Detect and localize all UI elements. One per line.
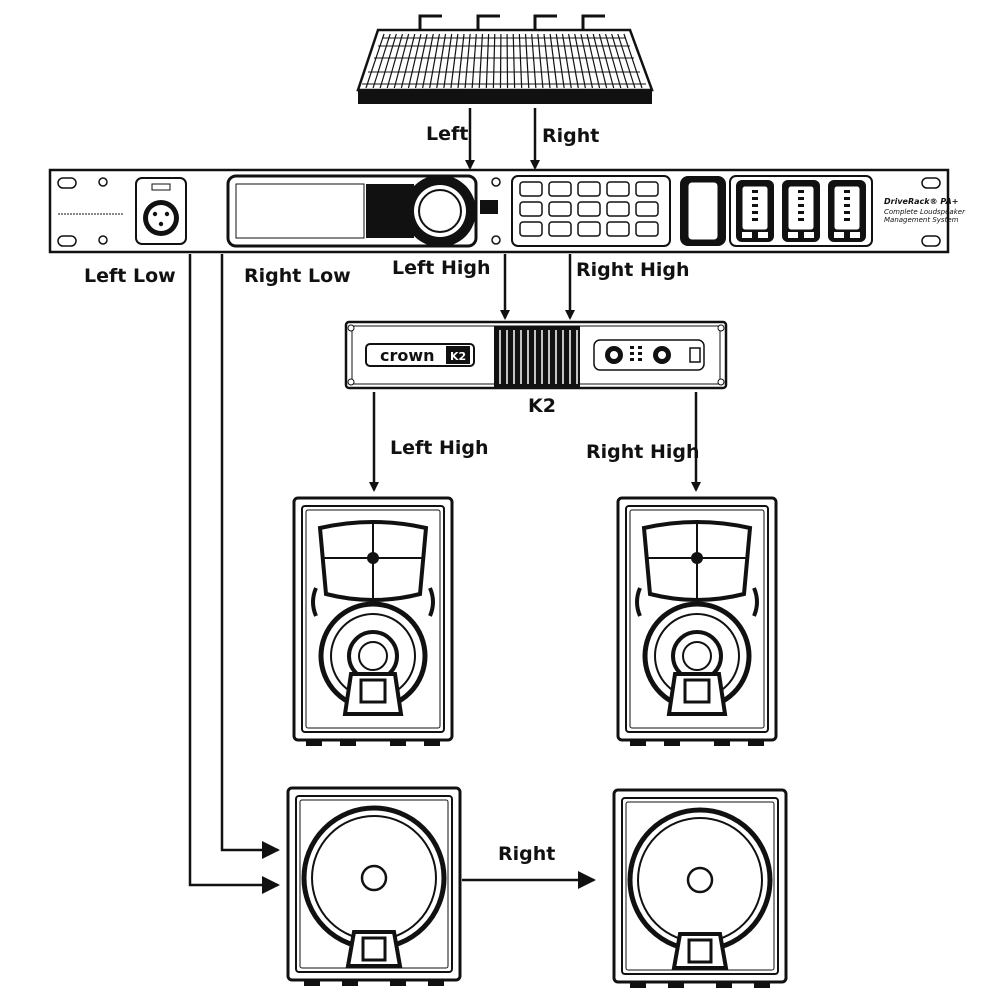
left-low-wire [188, 254, 280, 894]
mixer-left-label: Left [426, 123, 468, 145]
output-left-low-label: Left Low [84, 265, 176, 287]
right-top-speaker [616, 496, 778, 746]
amp-name-label: K2 [528, 395, 556, 417]
driverack-subtitle-2: Management System [884, 216, 959, 224]
amp-model-badge: K2 [450, 350, 466, 363]
amp-right-high-label: Right High [586, 441, 700, 463]
driverack-subtitle-1: Complete Loudspeaker [884, 208, 966, 216]
left-subwoofer [286, 786, 462, 986]
output-right-low-label: Right Low [244, 265, 351, 287]
amp-left-high-label: Left High [390, 437, 489, 459]
right-subwoofer [612, 788, 788, 988]
crown-amplifier: crown K2 [344, 320, 728, 390]
driverack-processor: DriveRack® PA+ Complete Loudspeaker Mana… [48, 168, 966, 254]
left-top-speaker [292, 496, 454, 746]
output-left-high-label: Left High [392, 257, 491, 279]
sub-link-right-label: Right [498, 843, 555, 865]
amp-brand: crown [380, 346, 435, 365]
mixer-right-label: Right [542, 125, 599, 147]
driverack-brand: DriveRack® PA+ [884, 197, 958, 206]
mixing-console [356, 14, 654, 104]
output-right-high-label: Right High [576, 259, 690, 281]
right-low-wire [220, 254, 280, 859]
